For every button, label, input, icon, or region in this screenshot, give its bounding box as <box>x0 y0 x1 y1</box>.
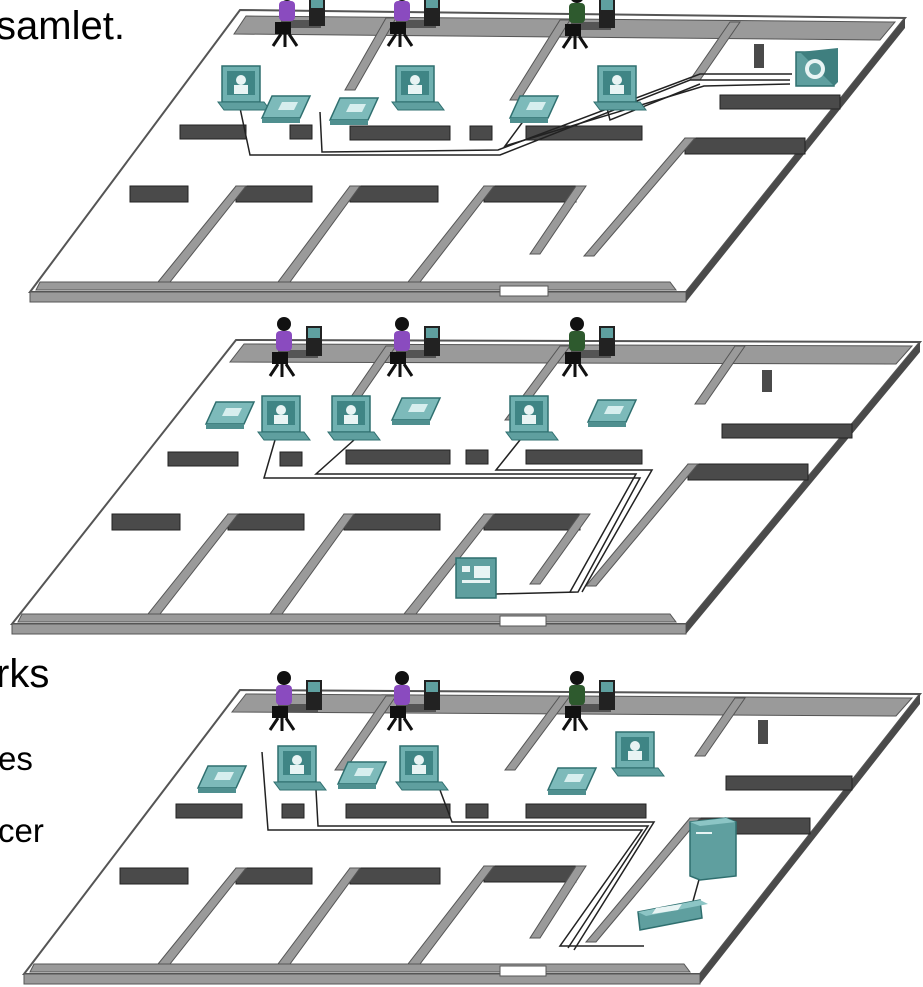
patch-panel-icon <box>456 558 496 598</box>
floor-plan-2 <box>12 317 920 634</box>
floor-plan-3 <box>24 671 920 984</box>
server-tower-icon <box>690 818 736 880</box>
floor-plan-1 <box>30 0 905 302</box>
hub-icon <box>796 48 838 86</box>
